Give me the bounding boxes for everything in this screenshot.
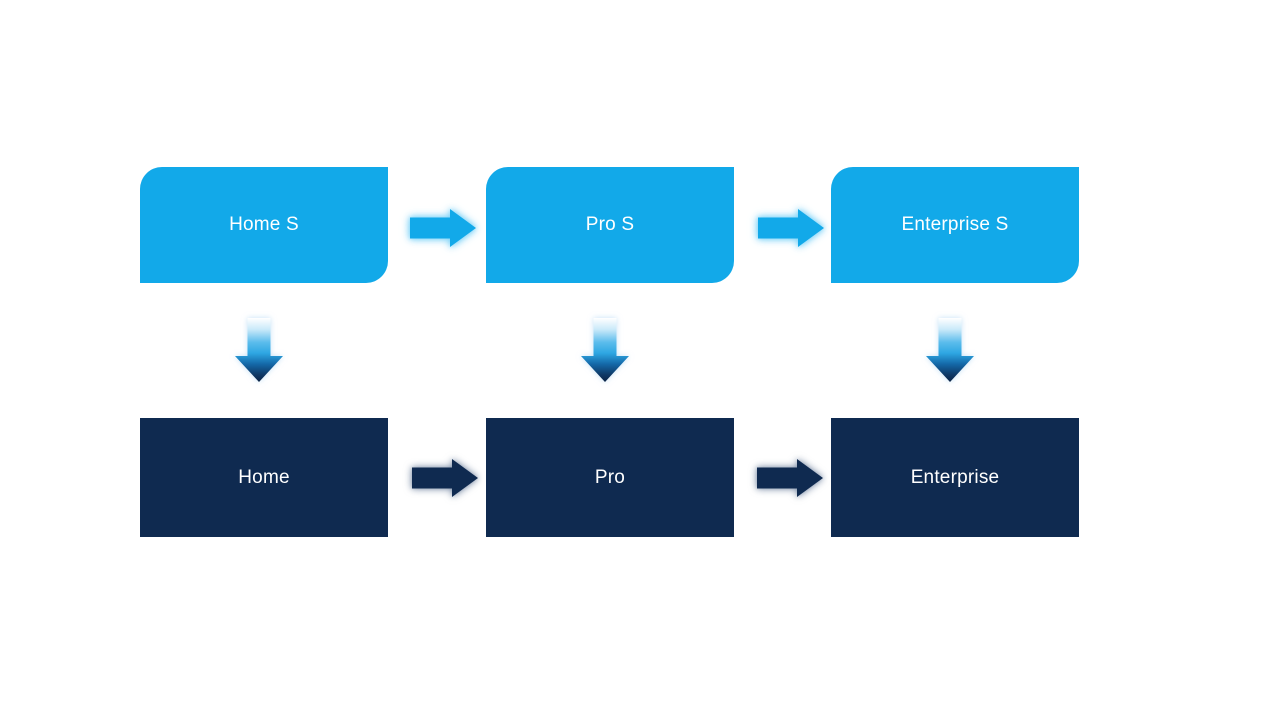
right-arrow-icon — [757, 459, 823, 497]
box-home-s-label: Home S — [229, 214, 299, 235]
box-enterprise-s-label: Enterprise S — [901, 214, 1009, 235]
box-home-label: Home — [238, 466, 290, 488]
box-pro-label: Pro — [594, 466, 626, 488]
right-arrow-icon — [410, 209, 476, 247]
box-home: Home — [140, 418, 388, 537]
right-arrow-icon — [758, 209, 824, 247]
down-arrow-icon — [235, 318, 283, 382]
box-enterprise: Enterprise — [831, 418, 1079, 537]
box-enterprise-s: Enterprise S — [831, 167, 1079, 283]
down-arrow-icon — [581, 318, 629, 382]
box-enterprise-label: Enterprise — [910, 466, 1000, 488]
down-arrow-icon — [926, 318, 974, 382]
box-home-s: Home S — [140, 167, 388, 283]
box-pro-s-label: Pro S — [585, 214, 635, 235]
right-arrow-icon — [412, 459, 478, 497]
box-pro-s: Pro S — [486, 167, 734, 283]
box-pro: Pro — [486, 418, 734, 537]
